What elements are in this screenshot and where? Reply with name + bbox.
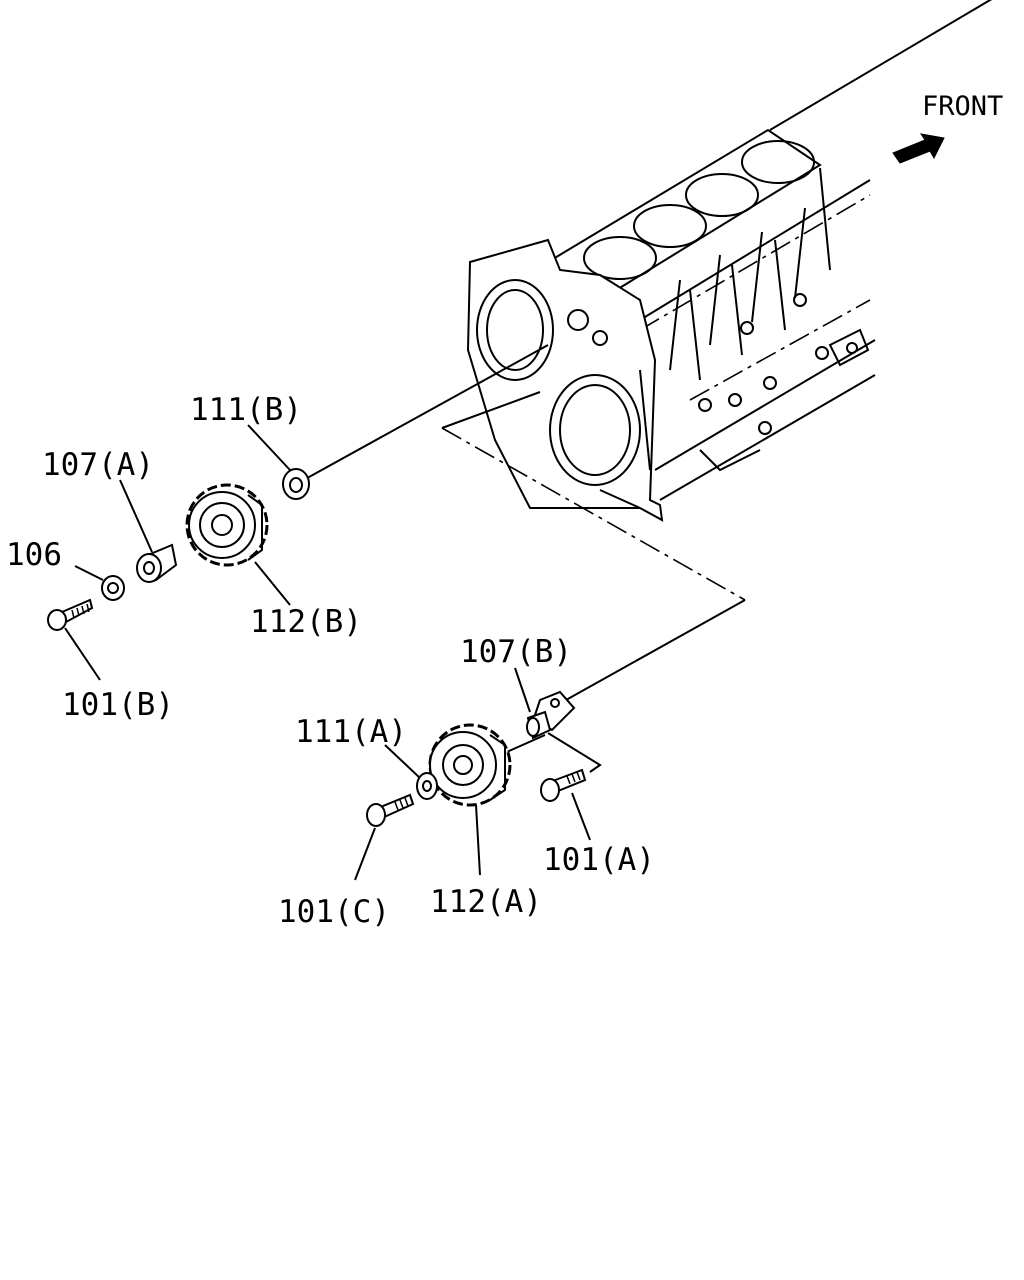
arrow-right-icon <box>892 133 945 164</box>
shaft-107b <box>526 690 576 740</box>
label-101b: 101(B) <box>62 687 174 723</box>
front-label: FRONT <box>922 91 1003 122</box>
washer-106 <box>101 575 125 601</box>
bolt-101a <box>540 768 587 802</box>
label-101a: 101(A) <box>543 842 655 878</box>
label-112b: 112(B) <box>250 604 362 640</box>
bolt-101c <box>366 793 415 827</box>
bolt-101b <box>47 598 94 631</box>
washer-111a <box>416 772 438 800</box>
leader-lines <box>64 424 591 881</box>
shaft-107a <box>136 543 178 583</box>
label-107a: 107(A) <box>42 447 154 483</box>
label-111a: 111(A) <box>295 714 407 750</box>
label-112a: 112(A) <box>430 884 542 920</box>
label-107b: 107(B) <box>460 634 572 670</box>
engine-block <box>466 0 993 522</box>
idler-gear-112a <box>428 723 512 807</box>
label-111b: 111(B) <box>190 392 302 428</box>
washer-111b <box>282 468 310 500</box>
label-106: 106 <box>6 537 62 573</box>
label-101c: 101(C) <box>278 894 390 930</box>
idler-gear-112b <box>185 483 269 567</box>
